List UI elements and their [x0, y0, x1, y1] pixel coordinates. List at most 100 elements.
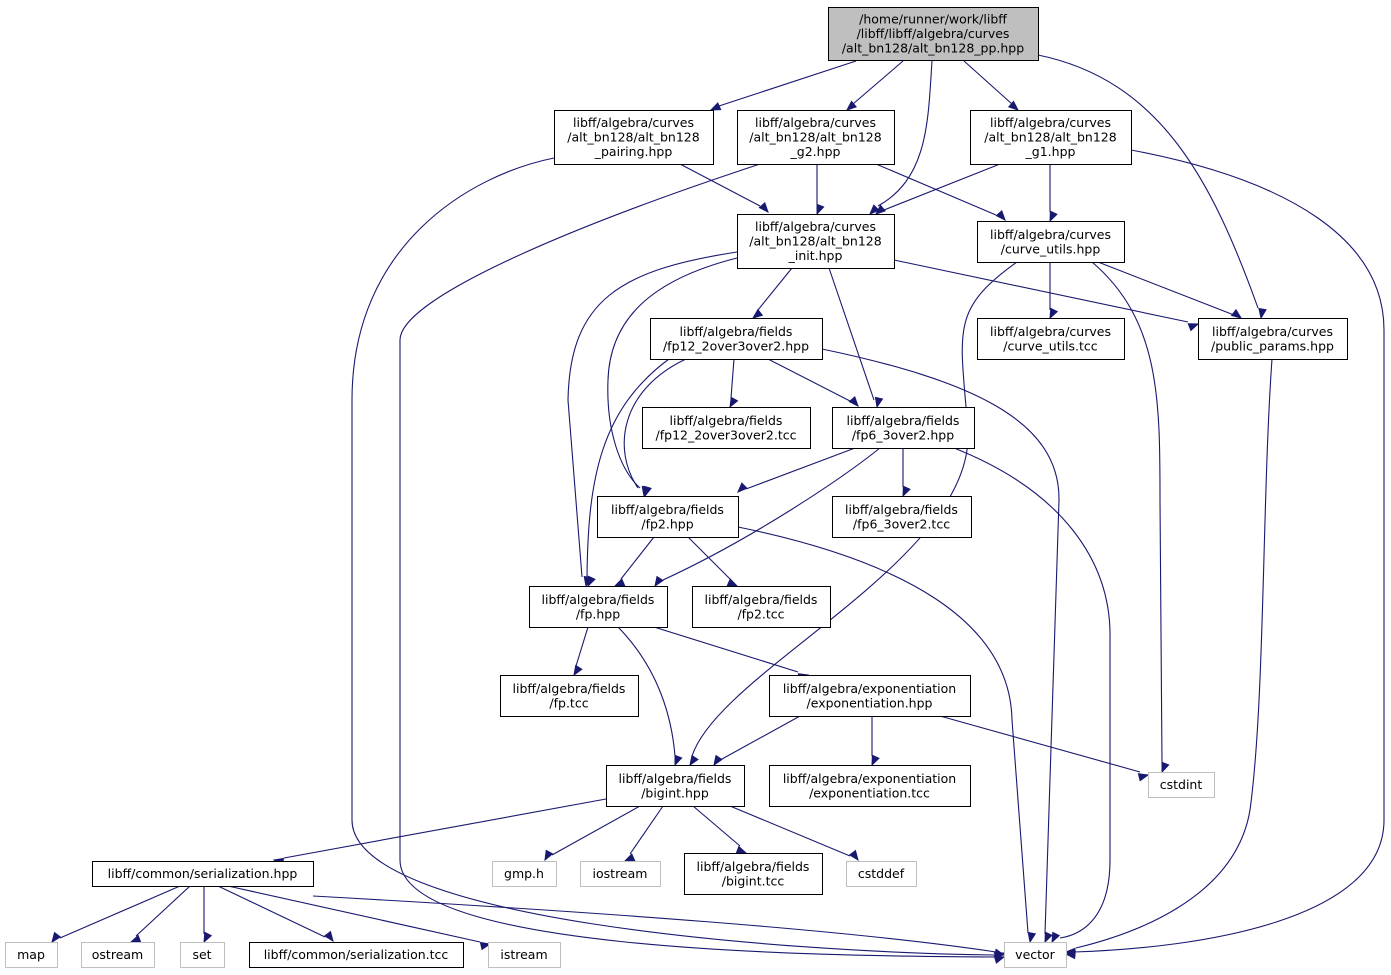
edge-line [1075, 358, 1273, 949]
node-init[interactable]: libff/algebra/curves/alt_bn128/alt_bn128… [737, 214, 895, 269]
node-label-line: libff/algebra/fields [680, 324, 793, 339]
node-box [769, 675, 971, 717]
node-root[interactable]: /home/runner/work/libff/libff/libff/alge… [828, 7, 1039, 61]
node-cstddef[interactable]: cstddef [846, 861, 917, 887]
node-label-line: /curve_utils.tcc [1003, 338, 1098, 353]
edge-bigint_hpp-to-cstddef [729, 805, 859, 862]
node-layer: /home/runner/work/libff/libff/libff/alge… [5, 7, 1348, 968]
node-label-line: libff/algebra/curves [755, 219, 876, 234]
edge-root-to-pairing [709, 60, 857, 111]
node-g1[interactable]: libff/algebra/curves/alt_bn128/alt_bn128… [970, 110, 1132, 165]
node-iostream[interactable]: iostream [580, 861, 661, 887]
edge-fp6_hpp-to-fp_hpp [654, 447, 881, 588]
node-label-line: cstdint [1160, 777, 1203, 792]
node-bigint_tcc[interactable]: libff/algebra/fields/bigint.tcc [684, 853, 823, 895]
node-box [81, 942, 155, 968]
arrowhead-icon [613, 578, 626, 587]
arrowhead-icon [751, 308, 764, 319]
node-label-line: /fp.tcc [549, 695, 588, 710]
arrowhead-icon [1187, 323, 1200, 332]
node-public_params[interactable]: libff/algebra/curves/public_params.hpp [1198, 318, 1348, 360]
node-label-line: libff/algebra/curves [755, 115, 876, 130]
edge-line [821, 348, 1060, 935]
node-gmp[interactable]: gmp.h [492, 861, 557, 887]
node-label-line: map [17, 947, 45, 962]
edge-g1-to-curve_utils_hpp [1049, 164, 1058, 223]
node-label-line: libff/algebra/fields [705, 592, 818, 607]
node-label-line: /bigint.tcc [722, 873, 785, 888]
node-exp_tcc[interactable]: libff/algebra/exponentiation/exponentiat… [769, 765, 971, 807]
edge-root-to-public_params [1037, 54, 1267, 320]
edge-pairing-to-vector [351, 157, 1006, 957]
node-bigint_hpp[interactable]: libff/algebra/fields/bigint.hpp [606, 765, 745, 807]
arrowhead-icon [1049, 307, 1059, 320]
node-serialization_tcc[interactable]: libff/common/serialization.tcc [249, 942, 464, 968]
edge-g1-to-init [874, 163, 1001, 215]
node-fp6_tcc[interactable]: libff/algebra/fields/fp6_3over2.tcc [832, 496, 972, 538]
node-curve_utils_tcc[interactable]: libff/algebra/curves/curve_utils.tcc [977, 318, 1125, 360]
edge-serialization_hpp-to-vector [312, 895, 1006, 961]
edge-root-to-g2 [845, 60, 904, 111]
arrowhead-icon [323, 930, 334, 943]
node-label-line: libff/algebra/fields [611, 502, 724, 517]
node-cstdint[interactable]: cstdint [1148, 772, 1215, 798]
node-label-line: /curve_utils.hpp [1001, 241, 1101, 256]
node-map[interactable]: map [5, 942, 58, 968]
arrowhead-icon [848, 849, 859, 862]
node-label-line: cstddef [858, 866, 905, 881]
node-fp6_hpp[interactable]: libff/algebra/fields/fp6_3over2.hpp [832, 407, 975, 449]
edge-exp_hpp-to-exp_tcc [871, 716, 880, 767]
node-istream[interactable]: istream [488, 942, 561, 968]
edge-line [877, 60, 933, 207]
arrowhead-icon [1064, 947, 1076, 957]
edge-bigint_hpp-to-iostream [623, 805, 664, 862]
node-label-line: /alt_bn128/alt_bn128 [749, 130, 881, 145]
node-label-line: /exponentiation.hpp [807, 695, 933, 710]
edge-line [852, 60, 904, 105]
node-fp_tcc[interactable]: libff/algebra/fields/fp.tcc [500, 675, 639, 717]
arrowhead-icon [587, 575, 596, 588]
node-box [642, 407, 811, 449]
arrowhead-icon [737, 482, 748, 493]
node-box [180, 942, 225, 968]
node-label-line: /exponentiation.tcc [809, 785, 930, 800]
node-serialization_hpp[interactable]: libff/common/serialization.hpp [92, 861, 314, 887]
node-label-line: /fp2.hpp [641, 516, 693, 531]
arrowhead-icon [544, 849, 554, 862]
arrowhead-icon [1051, 931, 1061, 944]
node-label-line: libff/algebra/curves [990, 324, 1111, 339]
node-fp12_hpp[interactable]: libff/algebra/fields/fp12_2over3over2.hp… [650, 318, 823, 360]
node-fp2_tcc[interactable]: libff/algebra/fields/fp2.tcc [692, 586, 831, 628]
edge-line [399, 163, 995, 958]
node-set[interactable]: set [180, 942, 225, 968]
edge-bigint_hpp-to-gmp [544, 805, 641, 862]
edge-line [575, 626, 589, 667]
node-fp2_hpp[interactable]: libff/algebra/fields/fp2.hpp [597, 496, 739, 538]
node-curve_utils_hpp[interactable]: libff/algebra/curves/curve_utils.hpp [977, 221, 1125, 263]
edge-line [687, 536, 731, 580]
node-label-line: libff/algebra/fields [845, 502, 958, 517]
edge-curve_utils_hpp-to-curve_utils_tcc [1049, 262, 1059, 320]
node-ostream[interactable]: ostream [81, 942, 155, 968]
arrowhead-icon [902, 485, 911, 498]
node-fp_hpp[interactable]: libff/algebra/fields/fp.hpp [529, 586, 668, 628]
node-label-line: libff/algebra/curves [573, 115, 694, 130]
edge-line [883, 163, 1001, 211]
node-pairing[interactable]: libff/algebra/curves/alt_bn128/alt_bn128… [554, 110, 714, 165]
arrowhead-icon [479, 941, 492, 951]
node-label-line: /bigint.hpp [641, 785, 709, 800]
node-g2[interactable]: libff/algebra/curves/alt_bn128/alt_bn128… [737, 110, 895, 165]
node-exp_hpp[interactable]: libff/algebra/exponentiation/exponentiat… [769, 675, 971, 717]
node-label-line: /alt_bn128/alt_bn128_pp.hpp [842, 41, 1024, 56]
node-label-line: /home/runner/work/libff [859, 12, 1007, 27]
edge-init-to-fp12_hpp [751, 267, 793, 319]
node-label-line: libff/algebra/fields [513, 681, 626, 696]
node-vector[interactable]: vector [1004, 942, 1067, 968]
edge-init-to-public_params [893, 259, 1200, 332]
node-box [92, 861, 314, 887]
edge-line [617, 626, 676, 757]
node-label-line: libff/common/serialization.tcc [264, 947, 449, 962]
node-label-line: /alt_bn128/alt_bn128 [567, 130, 699, 145]
node-fp12_tcc[interactable]: libff/algebra/fields/fp12_2over3over2.tc… [642, 407, 811, 449]
node-box [737, 110, 895, 165]
